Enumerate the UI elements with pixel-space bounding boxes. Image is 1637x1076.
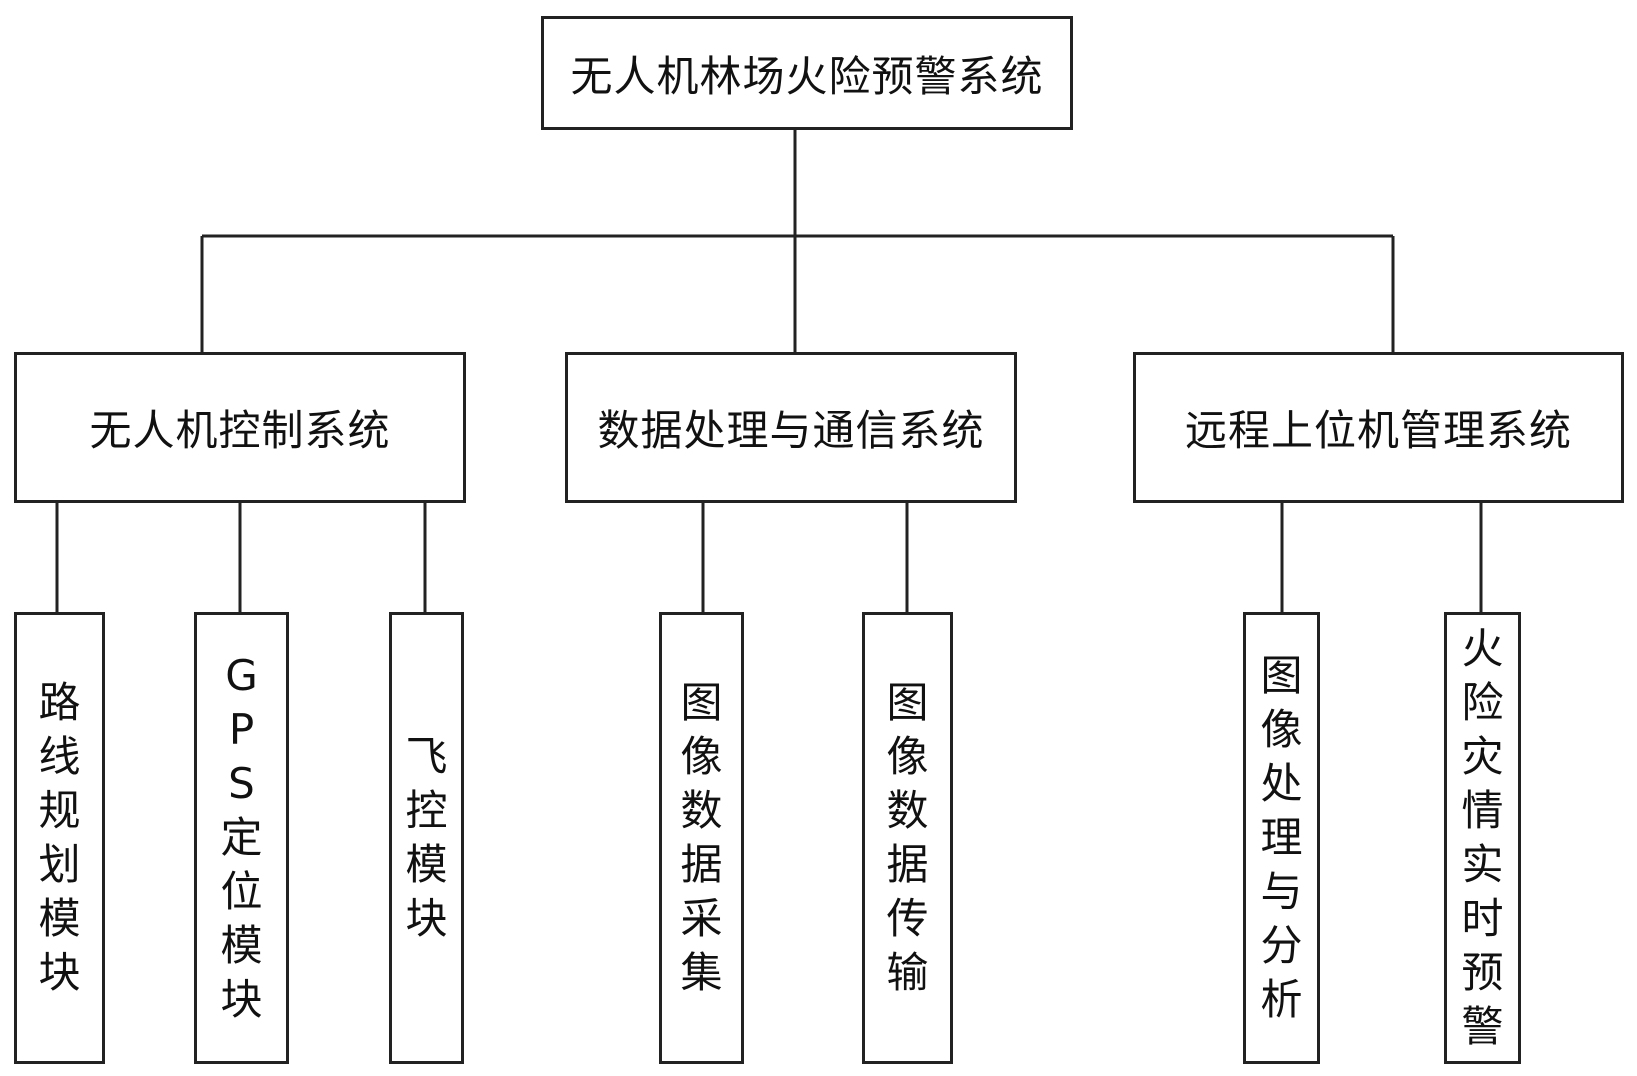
subsystem-label-remote-host: 远程上位机管理系统 (1184, 406, 1572, 455)
module-label-fire-warning: 火险灾情实时预警 (1461, 624, 1504, 1051)
module-box-flight-control: 飞控模块 (389, 612, 464, 1064)
root-system-label: 无人机林场火险预警系统 (570, 51, 1044, 101)
module-label-image-analysis: 图像处理与分析 (1260, 651, 1303, 1024)
module-label-gps: GPS定位模块 (220, 651, 263, 1024)
module-box-fire-warning: 火险灾情实时预警 (1444, 612, 1521, 1064)
module-box-image-analysis: 图像处理与分析 (1243, 612, 1320, 1064)
module-label-flight-control: 飞控模块 (405, 732, 448, 943)
module-label-route-planning: 路线规划模块 (38, 678, 81, 997)
subsystem-box-uav-control: 无人机控制系统 (14, 352, 466, 503)
subsystem-label-data-comm: 数据处理与通信系统 (597, 406, 985, 455)
module-box-image-acquisition: 图像数据采集 (659, 612, 744, 1064)
module-label-image-acquisition: 图像数据采集 (680, 678, 723, 997)
module-box-gps: GPS定位模块 (194, 612, 289, 1064)
module-box-route-planning: 路线规划模块 (14, 612, 105, 1064)
root-system-box: 无人机林场火险预警系统 (541, 16, 1073, 130)
subsystem-label-uav-control: 无人机控制系统 (89, 406, 391, 455)
subsystem-box-data-comm: 数据处理与通信系统 (565, 352, 1017, 503)
module-box-image-transmission: 图像数据传输 (862, 612, 953, 1064)
module-label-image-transmission: 图像数据传输 (886, 678, 929, 997)
subsystem-box-remote-host: 远程上位机管理系统 (1133, 352, 1624, 503)
